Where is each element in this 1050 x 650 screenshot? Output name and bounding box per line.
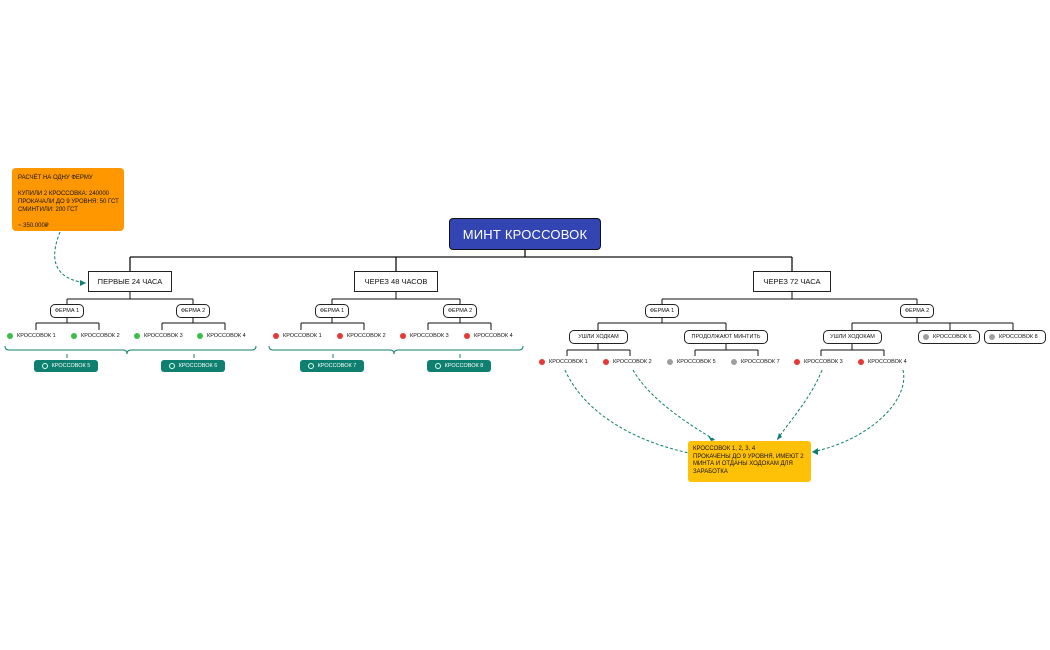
gray-dot-icon [923, 334, 929, 340]
gray-dot-icon [731, 359, 737, 365]
farm-node[interactable]: ФЕРМА 1 [315, 304, 349, 318]
sneaker-item[interactable]: КРОССОВОК 3 [794, 357, 843, 367]
farm-node[interactable]: ФЕРМА 1 [50, 304, 84, 318]
sneaker-item[interactable]: КРОССОВОК 5 [667, 357, 716, 367]
circle-icon [307, 363, 314, 369]
red-dot-icon [273, 333, 279, 339]
group-walked-away[interactable]: УШЛИ ХОДОКАМ [823, 330, 882, 344]
sneaker-label: КРОССОВОК 4 [474, 333, 513, 339]
badge-label: КРОССОВОК 6 [178, 363, 218, 369]
red-dot-icon [858, 359, 864, 365]
new-sneaker-badge[interactable]: КРОССОВОК 8 [427, 360, 491, 372]
group-walked-away[interactable]: УШЛИ ХОДКАМ [569, 330, 628, 344]
green-dot-icon [71, 333, 77, 339]
callout-line: ПРОКАЧЕНЫ ДО 9 УРОВНЯ, ИМЕЮТ 2 [693, 453, 804, 460]
sneaker-item[interactable]: КРОССОВОК 1 [273, 331, 322, 341]
note-mint: СМИНТИЛИ: 200 ГСТ [18, 207, 78, 213]
circle-icon [41, 363, 48, 369]
new-sneaker-badge[interactable]: КРОССОВОК 7 [300, 360, 364, 372]
sneaker-label: КРОССОВОК 3 [144, 333, 183, 339]
red-dot-icon [603, 359, 609, 365]
green-dot-icon [7, 333, 13, 339]
sneaker-item[interactable]: КРОССОВОК 3 [134, 331, 183, 341]
sneaker-item[interactable]: КРОССОВОК 4 [464, 331, 513, 341]
sneaker-item[interactable]: КРОССОВОК 7 [731, 357, 780, 367]
sneaker-item[interactable]: КРОССОВОК 2 [337, 331, 386, 341]
red-dot-icon [539, 359, 545, 365]
sneaker-item[interactable]: КРОССОВОК 2 [603, 357, 652, 367]
circle-icon [168, 363, 175, 369]
circle-icon [434, 363, 441, 369]
sneaker-item[interactable]: КРОССОВОК 4 [858, 357, 907, 367]
sneaker-label: КРОССОВОК 2 [81, 333, 120, 339]
sneaker-item[interactable]: КРОССОВОК 1 [539, 357, 588, 367]
red-dot-icon [794, 359, 800, 365]
sneaker-label: КРОССОВОК 6 [933, 334, 972, 340]
group-keep-minting[interactable]: ПРОДОЛЖАЮТ МИНТИТЬ [684, 330, 768, 344]
sneaker-item[interactable]: КРОССОВОК 2 [71, 331, 120, 341]
calculation-note: РАСЧЁТ НА ОДНУ ФЕРМУ КУПИЛИ 2 КРОССОВКА:… [12, 168, 124, 231]
sneaker-item-box[interactable]: КРОССОВОК 8 [984, 330, 1046, 344]
callout-line: ЗАРАБОТКА [693, 468, 728, 475]
sneaker-label: КРОССОВОК 3 [410, 333, 449, 339]
gray-dot-icon [667, 359, 673, 365]
note-purchase: КУПИЛИ 2 КРОССОВКА: 240000 [18, 191, 110, 197]
gray-dot-icon [989, 334, 995, 340]
green-dot-icon [134, 333, 140, 339]
red-dot-icon [337, 333, 343, 339]
sneaker-label: КРОССОВОК 1 [283, 333, 322, 339]
sneaker-label: КРОССОВОК 5 [677, 359, 716, 365]
farm-node[interactable]: ФЕРМА 1 [645, 304, 679, 318]
badge-label: КРОССОВОК 7 [317, 363, 357, 369]
sneaker-label: КРОССОВОК 8 [999, 334, 1038, 340]
root-node[interactable]: МИНТ КРОССОВОК [449, 218, 601, 250]
period-24h[interactable]: ПЕРВЫЕ 24 ЧАСА [88, 271, 172, 292]
farm-node[interactable]: ФЕРМА 2 [900, 304, 934, 318]
sneaker-label: КРОССОВОК 1 [549, 359, 588, 365]
new-sneaker-badge[interactable]: КРОССОВОК 5 [34, 360, 98, 372]
farm-node[interactable]: ФЕРМА 2 [443, 304, 477, 318]
green-dot-icon [197, 333, 203, 339]
sneaker-label: КРОССОВОК 2 [347, 333, 386, 339]
sneaker-item-box[interactable]: КРОССОВОК 6 [918, 330, 980, 344]
red-dot-icon [464, 333, 470, 339]
sneaker-label: КРОССОВОК 3 [804, 359, 843, 365]
sneaker-label: КРОССОВОК 1 [17, 333, 56, 339]
sneaker-item[interactable]: КРОССОВОК 1 [7, 331, 56, 341]
sneaker-label: КРОССОВОК 2 [613, 359, 652, 365]
sneaker-label: КРОССОВОК 4 [207, 333, 246, 339]
period-72h[interactable]: ЧЕРЕЗ 72 ЧАСА [753, 271, 831, 292]
callout-note: КРОССОВОК 1, 2, 3, 4 ПРОКАЧЕНЫ ДО 9 УРОВ… [688, 441, 811, 482]
note-title: РАСЧЁТ НА ОДНУ ФЕРМУ [18, 175, 93, 181]
sneaker-label: КРОССОВОК 4 [868, 359, 907, 365]
note-total: ~ 350.000₽ [18, 223, 49, 229]
farm-node[interactable]: ФЕРМА 2 [176, 304, 210, 318]
sneaker-item[interactable]: КРОССОВОК 4 [197, 331, 246, 341]
callout-line: КРОССОВОК 1, 2, 3, 4 [693, 446, 756, 452]
sneaker-label: КРОССОВОК 7 [741, 359, 780, 365]
period-48h[interactable]: ЧЕРЕЗ 48 ЧАСОВ [354, 271, 438, 292]
note-level: ПРОКАЧАЛИ ДО 9 УРОВНЯ: 50 ГСТ [18, 199, 119, 205]
callout-line: МИНТА И ОТДАНЫ ХОДОКАМ ДЛЯ [693, 461, 793, 467]
badge-label: КРОССОВОК 8 [444, 363, 484, 369]
badge-label: КРОССОВОК 5 [51, 363, 91, 369]
sneaker-item[interactable]: КРОССОВОК 3 [400, 331, 449, 341]
new-sneaker-badge[interactable]: КРОССОВОК 6 [161, 360, 225, 372]
red-dot-icon [400, 333, 406, 339]
